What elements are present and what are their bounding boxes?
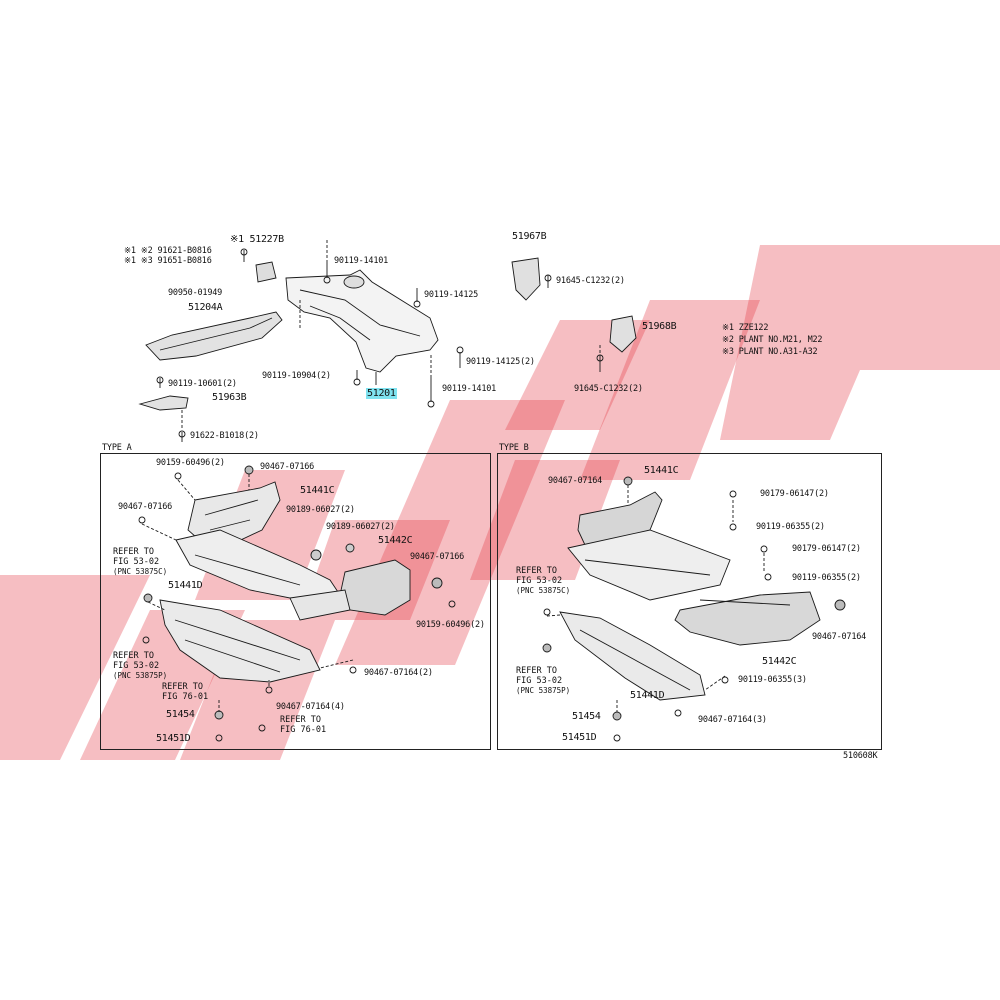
part-label-a-51442C[interactable]: 51442C [378, 535, 413, 546]
type-b-frame [497, 453, 882, 750]
figure-code: 510608K [843, 751, 878, 761]
part-label-b-90179-06147-2a[interactable]: 90179-06147(2) [760, 489, 829, 499]
refer-b-1-text: REFER TO FIG 53-02 [516, 566, 563, 586]
part-label-a-51441C[interactable]: 51441C [300, 485, 335, 496]
type-a-title: TYPE A [102, 443, 132, 453]
part-label-90119-10904[interactable]: 90119-10904(2) [262, 371, 331, 381]
part-label-a-90467-07166-left[interactable]: 90467-07166 [118, 502, 173, 512]
refer-a-1[interactable]: REFER TO FIG 53-02(PNC 53875C) [113, 547, 168, 578]
part-label-b-90179-06147-2b[interactable]: 90179-06147(2) [792, 544, 861, 554]
part-label-b-90467-07164-r[interactable]: 90467-07164 [812, 632, 867, 642]
refer-b-1[interactable]: REFER TO FIG 53-02(PNC 53875C) [516, 566, 571, 597]
part-label-51201[interactable]: 51201 [366, 388, 397, 400]
cover-51441C-type-a [187, 481, 281, 546]
part-label-a-51454[interactable]: 51454 [166, 709, 195, 720]
part-label-a-51441D[interactable]: 51441D [168, 580, 203, 591]
part-label-91645-C1232-top[interactable]: 91645-C1232(2) [556, 276, 625, 286]
part-label-b-51441C[interactable]: 51441C [644, 465, 679, 476]
highlighted-part-number[interactable]: 51201 [366, 388, 397, 399]
part-label-b-90119-06355-2a[interactable]: 90119-06355(2) [756, 522, 825, 532]
part-label-b-51454[interactable]: 51454 [572, 711, 601, 722]
bracket-51963B [138, 395, 189, 411]
refer-b-2[interactable]: REFER TO FIG 53-02(PNC 53875P) [516, 666, 571, 697]
legend-note-3: ※3 PLANT NO.A31-A32 [722, 347, 818, 357]
refer-a-1-text: REFER TO FIG 53-02 [113, 547, 160, 567]
refer-a-4[interactable]: REFER TO FIG 76-01 [280, 715, 327, 735]
cover-51442C-type-b [674, 591, 821, 646]
part-label-91651-B0816[interactable]: ※1 ※3 91651-B0816 [124, 256, 212, 266]
part-label-51204A[interactable]: 51204A [188, 302, 223, 313]
part-label-a-90467-07164-2[interactable]: 90467-07164(2) [364, 668, 433, 678]
part-label-91645-C1232-bot[interactable]: 91645-C1232(2) [574, 384, 643, 394]
part-label-90950-01949[interactable]: 90950-01949 [168, 288, 223, 298]
brace-51204A [145, 311, 283, 361]
refer-b-2-text: REFER TO FIG 53-02 [516, 666, 563, 686]
part-label-a-90159-60496-r[interactable]: 90159-60496(2) [416, 620, 485, 630]
refer-a-2-pnc: (PNC 53875P) [113, 671, 168, 680]
refer-a-3[interactable]: REFER TO FIG 76-01 [162, 682, 209, 702]
part-label-51968B[interactable]: 51968B [642, 321, 677, 332]
part-label-90119-14125[interactable]: 90119-14125 [424, 290, 479, 300]
part-label-a-90159-60496[interactable]: 90159-60496(2) [156, 458, 225, 468]
part-label-51227B[interactable]: ※1 51227B [230, 234, 284, 245]
refer-a-1-pnc: (PNC 53875C) [113, 567, 168, 576]
part-label-51967B[interactable]: 51967B [512, 231, 547, 242]
part-label-91622-B1018[interactable]: 91622-B1018(2) [190, 431, 259, 441]
part-label-a-90189-06027-1[interactable]: 90189-06027(2) [286, 505, 355, 515]
part-label-90119-10601[interactable]: 90119-10601(2) [168, 379, 237, 389]
part-label-b-51451D[interactable]: 51451D [562, 732, 597, 743]
legend-note-1: ※1 ZZE122 [722, 323, 769, 333]
part-label-a-90467-07166-right[interactable]: 90467-07166 [410, 552, 465, 562]
part-label-b-90119-06355-3[interactable]: 90119-06355(3) [738, 675, 807, 685]
refer-a-2-text: REFER TO FIG 53-02 [113, 651, 160, 671]
refer-a-2[interactable]: REFER TO FIG 53-02(PNC 53875P) [113, 651, 168, 682]
refer-b-1-pnc: (PNC 53875C) [516, 586, 571, 595]
part-label-90119-14101-top[interactable]: 90119-14101 [334, 256, 389, 266]
part-label-a-90467-07164-4[interactable]: 90467-07164(4) [276, 702, 345, 712]
part-label-a-90467-07166-top[interactable]: 90467-07166 [260, 462, 315, 472]
part-label-51963B[interactable]: 51963B [212, 392, 247, 403]
part-label-b-51442C[interactable]: 51442C [762, 656, 797, 667]
part-label-b-51441D[interactable]: 51441D [630, 690, 665, 701]
refer-b-2-pnc: (PNC 53875P) [516, 686, 571, 695]
part-label-a-90189-06027-2[interactable]: 90189-06027(2) [326, 522, 395, 532]
part-label-90119-14101-bot[interactable]: 90119-14101 [442, 384, 497, 394]
part-label-b-90119-06355-2b[interactable]: 90119-06355(2) [792, 573, 861, 583]
part-label-b-90467-07164-top[interactable]: 90467-07164 [548, 476, 603, 486]
part-label-a-51451D[interactable]: 51451D [156, 733, 191, 744]
legend-note-2: ※2 PLANT NO.M21, M22 [722, 335, 823, 345]
type-b-title: TYPE B [499, 443, 529, 453]
type-a-frame [100, 453, 491, 750]
part-label-91621-B0816[interactable]: ※1 ※2 91621-B0816 [124, 246, 212, 256]
part-label-90119-14125-2[interactable]: 90119-14125(2) [466, 357, 535, 367]
part-label-b-90467-07164-3[interactable]: 90467-07164(3) [698, 715, 767, 725]
